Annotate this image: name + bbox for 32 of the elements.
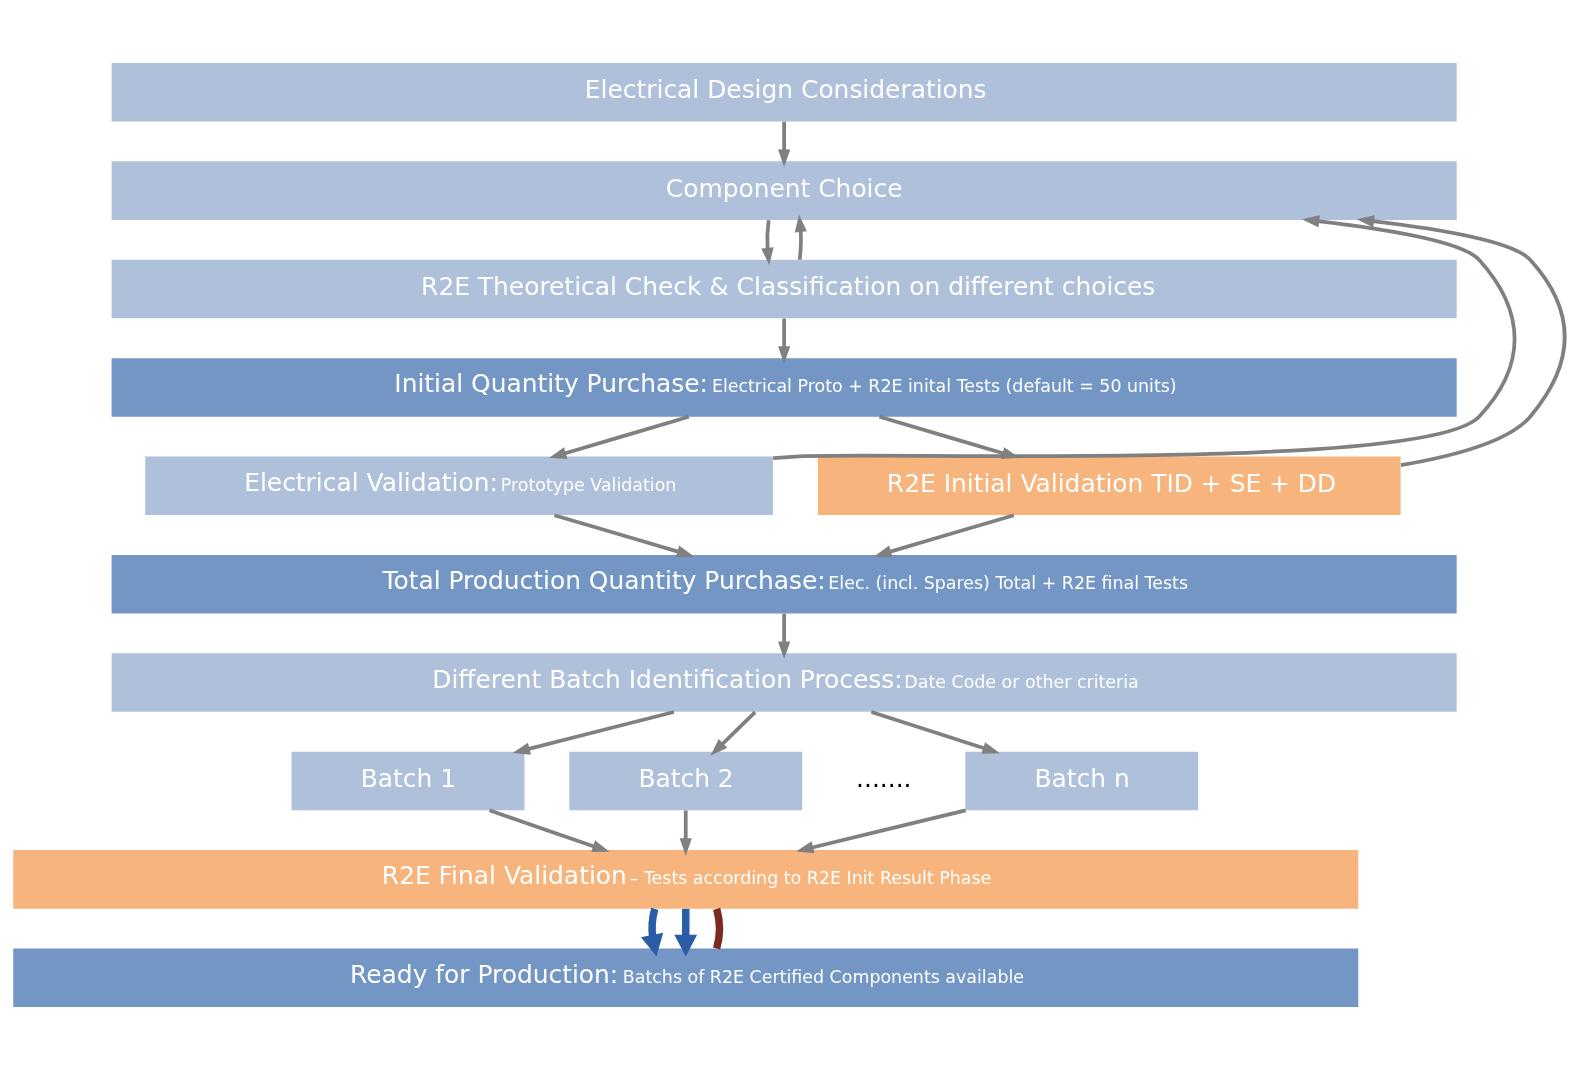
node-box: Initial Quantity Purchase: Electrical Proto + R2E inital Tests (default = 50 units) — [111, 357, 1457, 417]
node-box: Batch 1 — [291, 751, 525, 810]
arrow — [553, 512, 695, 557]
arrow — [1356, 214, 1567, 467]
node-box: R2E Final Validation– Tests according to R2E Init Result Phase — [13, 849, 1359, 909]
node-box: Different Batch Identification Process:Date Code or other criteria — [111, 652, 1457, 712]
arrow — [488, 808, 610, 852]
arrow — [710, 710, 757, 756]
arrow — [870, 709, 1000, 754]
node-box: Component Choice — [111, 160, 1457, 220]
arrow — [794, 214, 807, 260]
arrow — [778, 318, 791, 364]
node-box: Electrical Validation:Prototype Validation — [145, 456, 773, 515]
node-box: R2E Theoretical Check & Classification on different choices — [111, 259, 1457, 318]
node-box: Electrical Design Considerations — [111, 62, 1457, 121]
arrow — [640, 907, 664, 956]
node-box: Batch 2 — [569, 751, 803, 810]
node-box: Total Production Quantity Purchase:Elec. (incl. Spares) Total + R2E final Tests — [111, 554, 1457, 613]
arrow — [778, 613, 791, 659]
arrow — [548, 414, 690, 459]
arrow — [778, 121, 791, 167]
label: ....... — [856, 763, 912, 793]
arrow — [796, 808, 967, 853]
arrow — [674, 908, 698, 956]
node-box: Batch n — [965, 751, 1199, 810]
connector — [713, 907, 724, 949]
node-box: Ready for Production: Batchs of R2E Certified Components available — [13, 948, 1359, 1007]
node-box: R2E Initial Validation TID + SE + DD — [817, 456, 1401, 515]
arrow — [512, 709, 675, 755]
arrow — [679, 810, 692, 856]
arrow — [874, 512, 1015, 557]
arrow — [761, 219, 774, 265]
